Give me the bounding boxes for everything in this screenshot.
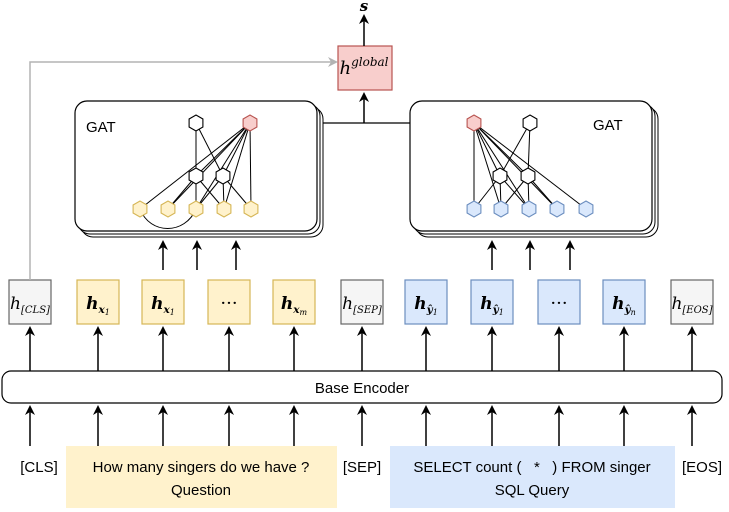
token-1: hx1 xyxy=(76,279,120,325)
svg-text:···: ··· xyxy=(550,293,567,314)
svg-text:h[SEP]: h[SEP] xyxy=(342,294,382,316)
graph-node xyxy=(466,114,482,132)
graph-node xyxy=(520,167,536,185)
svg-text:hx1: hx1 xyxy=(86,294,110,317)
sql-query-label: SQL Query xyxy=(495,482,570,499)
svg-text:hŷ1: hŷ1 xyxy=(480,294,504,317)
token-3: ··· xyxy=(207,279,251,325)
svg-text:···: ··· xyxy=(220,293,237,314)
token-0: h[CLS] xyxy=(8,279,52,325)
sql-highlight xyxy=(390,446,675,508)
global-box xyxy=(337,45,393,91)
token-10: h[EOS] xyxy=(670,279,714,325)
graph-node xyxy=(522,114,538,132)
question-label: Question xyxy=(171,482,231,499)
graph-node xyxy=(132,200,148,218)
token-7: hŷ1 xyxy=(470,279,514,325)
graph-node xyxy=(492,167,508,185)
cls-to-global-arrow xyxy=(29,57,338,280)
svg-text:h[EOS]: h[EOS] xyxy=(671,294,712,316)
global-label: hglobal xyxy=(339,55,388,79)
token-2: hx1 xyxy=(141,279,185,325)
graph-node xyxy=(216,200,232,218)
token-9: hŷn xyxy=(602,279,646,325)
input-eos: [EOS] xyxy=(682,459,722,476)
svg-text:h[CLS]: h[CLS] xyxy=(10,294,50,316)
graph-nodes xyxy=(466,114,594,218)
base-encoder-label: Base Encoder xyxy=(315,380,409,397)
token-embeddings: h[CLS] hx1 hx1 ··· hxm h[SEP] hŷ1 hŷ1 ··· hŷn h[EO… xyxy=(8,279,714,325)
token-5: h[SEP] xyxy=(340,279,384,325)
graph-node xyxy=(215,167,231,185)
graph-node xyxy=(521,200,537,218)
graph-node xyxy=(493,200,509,218)
input-sep: [SEP] xyxy=(343,459,381,476)
token-8: ··· xyxy=(537,279,581,325)
gat-right-label: GAT xyxy=(593,117,623,134)
svg-text:hxm: hxm xyxy=(281,294,308,317)
graph-node xyxy=(466,200,482,218)
graph-node xyxy=(549,200,565,218)
graph-node xyxy=(242,114,258,132)
gat-right: GAT xyxy=(409,100,659,238)
gat-left: GAT xyxy=(74,100,324,238)
svg-text:hx1: hx1 xyxy=(151,294,175,317)
token-6: hŷ1 xyxy=(404,279,448,325)
gat-left-label: GAT xyxy=(86,119,116,136)
graph-node xyxy=(243,200,259,218)
input-cls: [CLS] xyxy=(20,459,58,476)
output-label: s xyxy=(360,0,369,15)
graph-node xyxy=(188,114,204,132)
input-question-text: How many singers do we have ? xyxy=(93,459,310,476)
svg-text:hŷn: hŷn xyxy=(612,294,636,317)
question-highlight xyxy=(66,446,337,508)
graph-node xyxy=(578,200,594,218)
gat-right-graph xyxy=(466,114,594,218)
graph-nodes xyxy=(132,114,259,218)
graph-node xyxy=(160,200,176,218)
input-sql-text: SELECT count ( * ) FROM singer xyxy=(413,459,650,476)
gat-left-graph xyxy=(132,114,259,229)
graph-node xyxy=(188,167,204,185)
graph-node xyxy=(188,200,204,218)
svg-text:hŷ1: hŷ1 xyxy=(414,294,438,317)
token-4: hxm xyxy=(272,279,316,325)
